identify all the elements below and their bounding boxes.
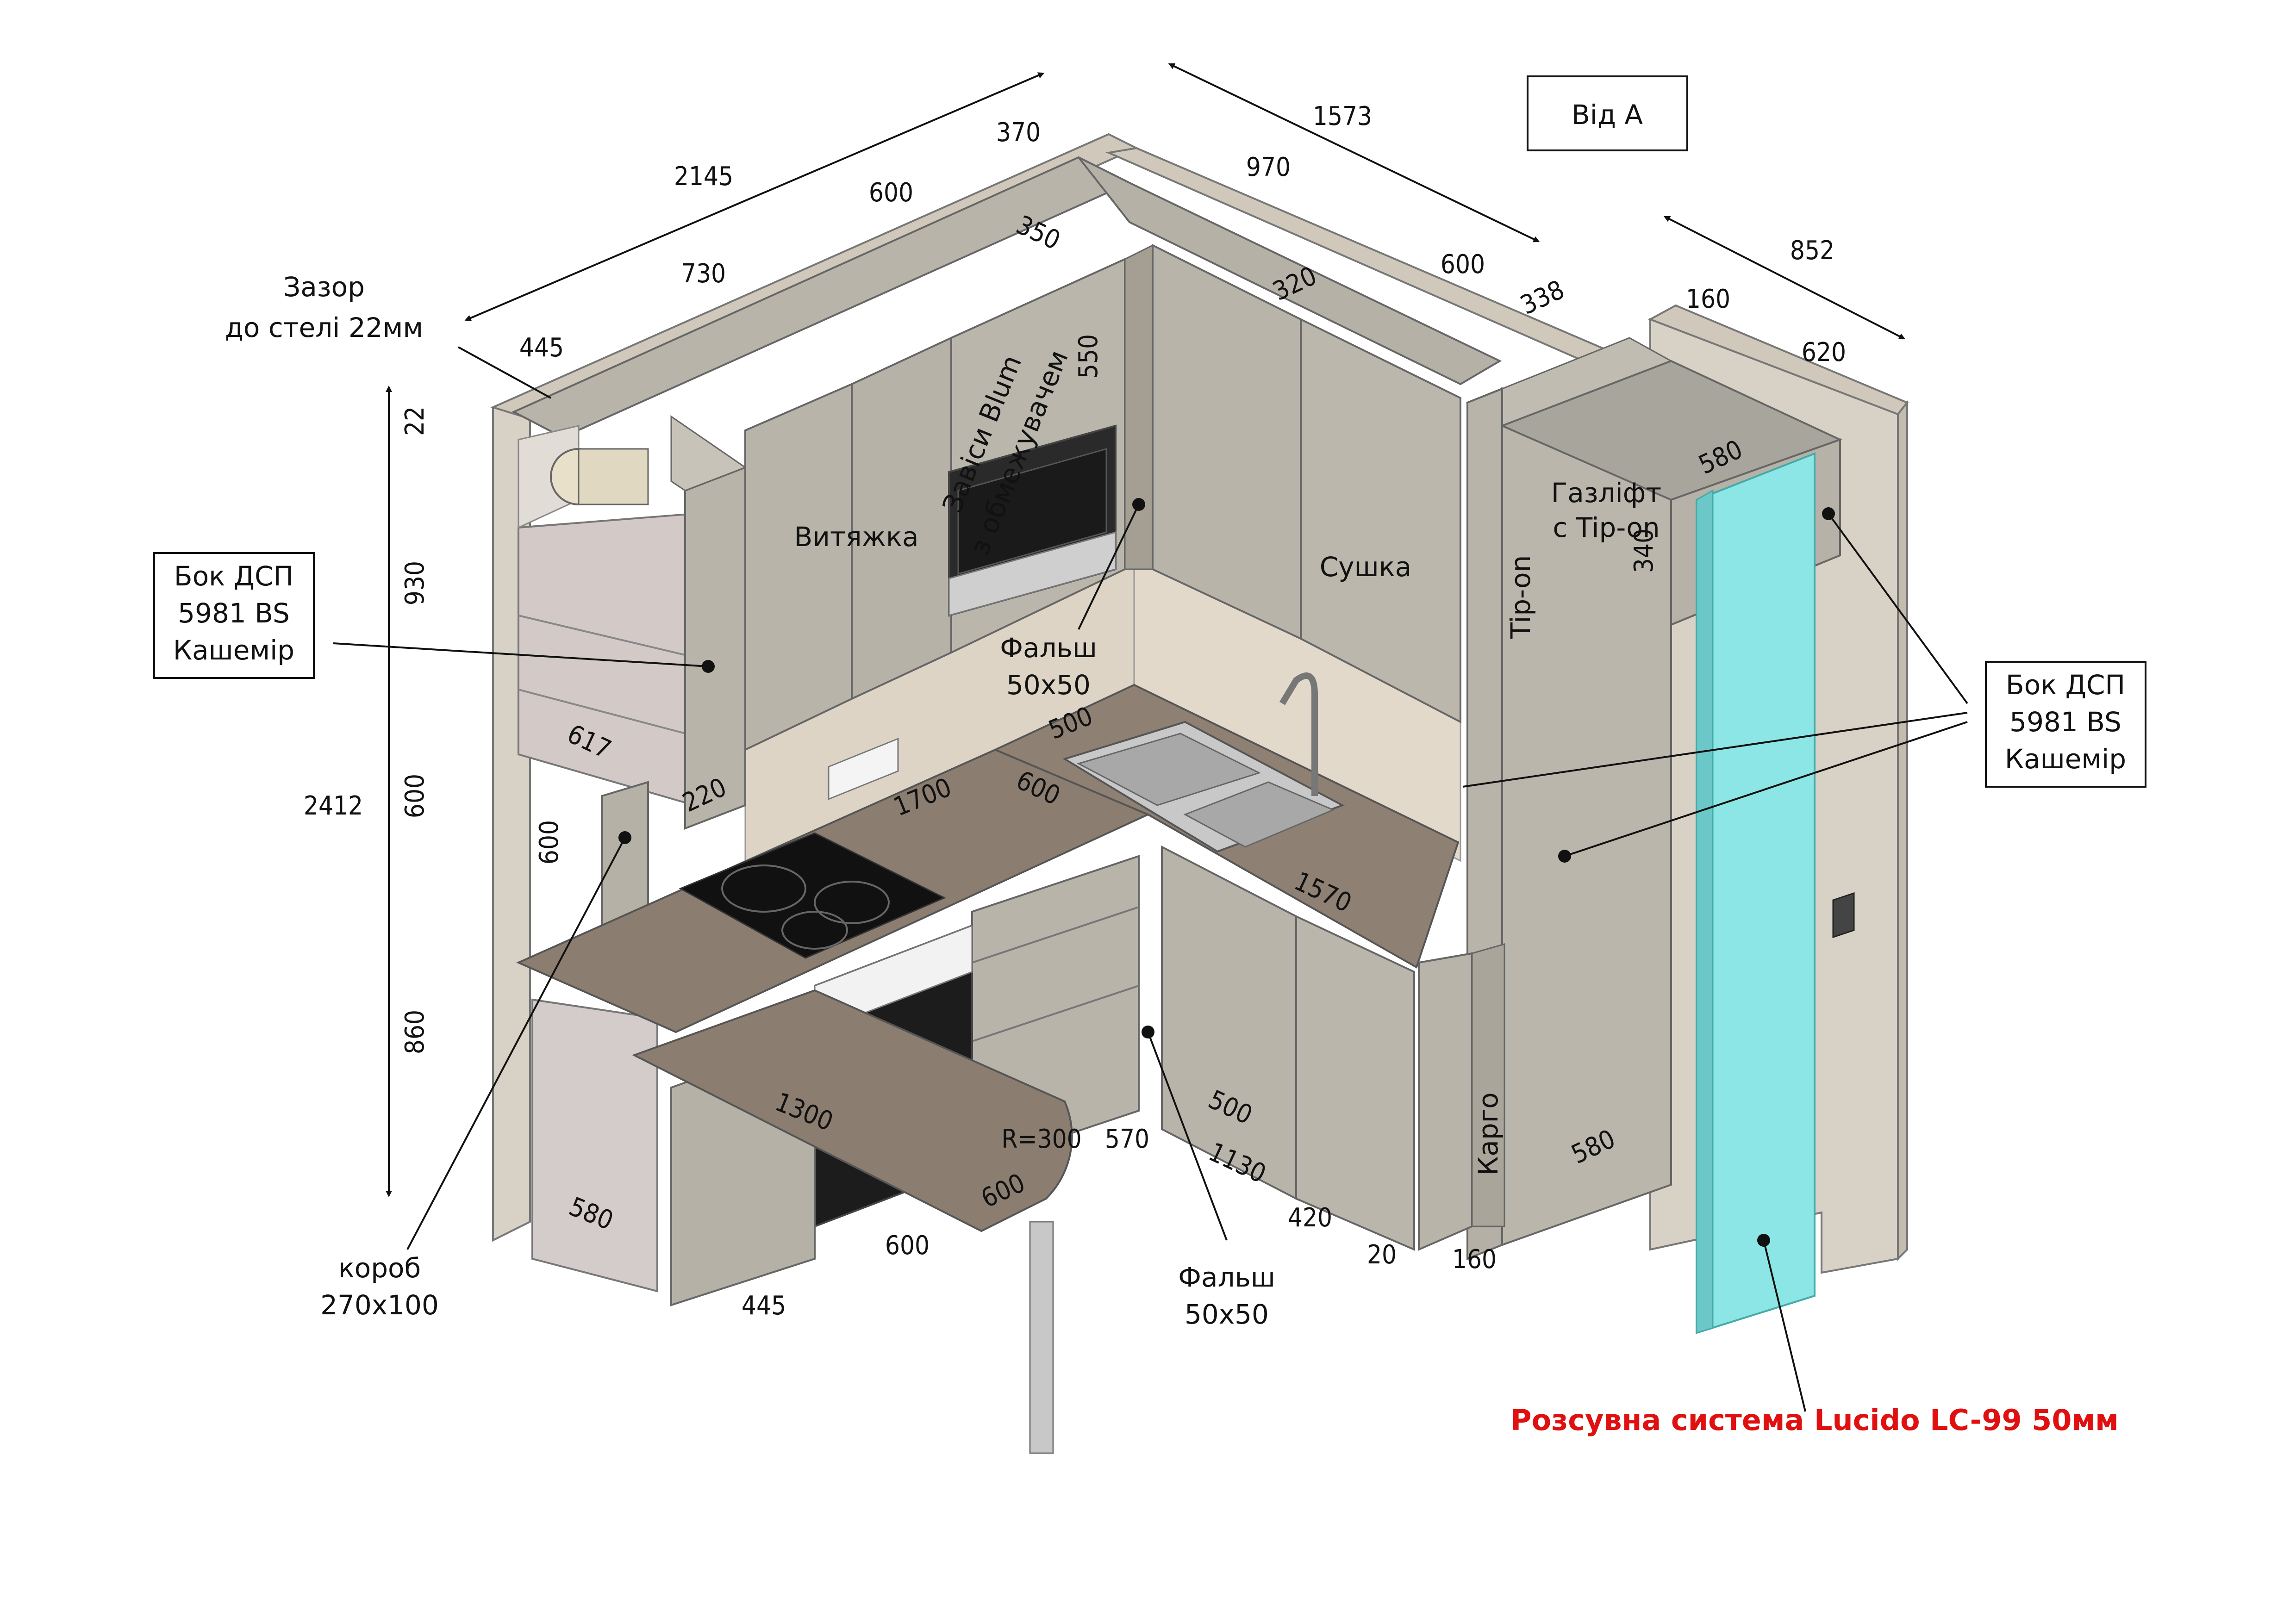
hood-label: Витяжка: [794, 521, 919, 553]
dim-970: 970: [1246, 152, 1291, 182]
dim-340: 340: [1629, 529, 1659, 573]
dim-600-bottom: 600: [885, 1231, 930, 1261]
dim-852: 852: [1790, 236, 1834, 266]
dim-600-top: 600: [869, 178, 913, 208]
dryer-label: Сушка: [1320, 551, 1411, 583]
cargo-label: Карго: [1472, 1092, 1504, 1175]
tipon-label: Tip-on: [1505, 555, 1536, 640]
dim-160-top: 160: [1686, 284, 1730, 314]
sliding-system-label: Розсувна система Lucido LC-99 50мм: [1510, 1403, 2119, 1437]
dim-550: 550: [1073, 334, 1104, 379]
light-switch: [1832, 892, 1855, 939]
dim-445-bottom: 445: [742, 1291, 786, 1321]
dim-600-right-top: 600: [1441, 249, 1485, 280]
dim-930: 930: [400, 561, 430, 605]
filler-bottom-line1: Фальш: [1178, 1262, 1275, 1293]
dim-2145: 2145: [674, 162, 733, 192]
filler-top-line1: Фальш: [1000, 632, 1097, 664]
ceiling-gap-note: Зазор до стелі 22мм: [225, 271, 423, 343]
filler-top-line2: 50х50: [1006, 669, 1091, 701]
dimension-lines: [386, 63, 1906, 1197]
side-panel-right-note: Бок ДСП 5981 BS Кашемір: [1985, 661, 2146, 788]
side-right-line2: 5981 BS: [2009, 706, 2121, 738]
dim-22: 22: [400, 406, 430, 436]
side-left-line3: Кашемір: [173, 634, 294, 666]
side-panel-left-note: Бок ДСП 5981 BS Кашемір: [153, 552, 315, 679]
dim-370: 370: [996, 118, 1041, 148]
ceiling-gap-line2: до стелі 22мм: [225, 312, 423, 343]
view-title: Від А: [1572, 99, 1643, 131]
filler-bottom-line2: 50х50: [1185, 1299, 1269, 1330]
dim-620: 620: [1802, 337, 1846, 367]
view-title-box: Від А: [1527, 75, 1688, 151]
dim-730: 730: [681, 259, 726, 289]
dim-20: 20: [1367, 1240, 1397, 1270]
dim-570: 570: [1105, 1124, 1149, 1154]
dim-420: 420: [1288, 1203, 1332, 1233]
dim-600-v: 600: [400, 774, 430, 818]
dim-160-bottom: 160: [1452, 1244, 1497, 1275]
leader-dots: [618, 498, 1835, 1247]
dim-860: 860: [400, 1010, 430, 1054]
dim-445-top: 445: [519, 333, 564, 363]
dim-2412: 2412: [304, 791, 363, 821]
dim-600-box: 600: [534, 820, 564, 864]
side-left-line2: 5981 BS: [178, 597, 290, 629]
base-cabinets: [516, 672, 1460, 1454]
side-right-line1: Бок ДСП: [2006, 669, 2125, 701]
dim-1573: 1573: [1313, 101, 1372, 131]
box-line2: 270х100: [320, 1289, 439, 1321]
gaslift-line1: Газліфт: [1551, 477, 1661, 509]
box-line1: короб: [338, 1252, 421, 1284]
side-right-line3: Кашемір: [2005, 743, 2126, 775]
side-left-line1: Бок ДСП: [174, 560, 293, 592]
radius-label: R=300: [1001, 1124, 1081, 1154]
gaslift-line2: с Tip-on: [1553, 512, 1660, 543]
leader-lines: [333, 346, 1968, 1412]
ceiling-gap-line1: Зазор: [283, 271, 365, 303]
sliding-glass-door: [1696, 452, 1816, 1334]
